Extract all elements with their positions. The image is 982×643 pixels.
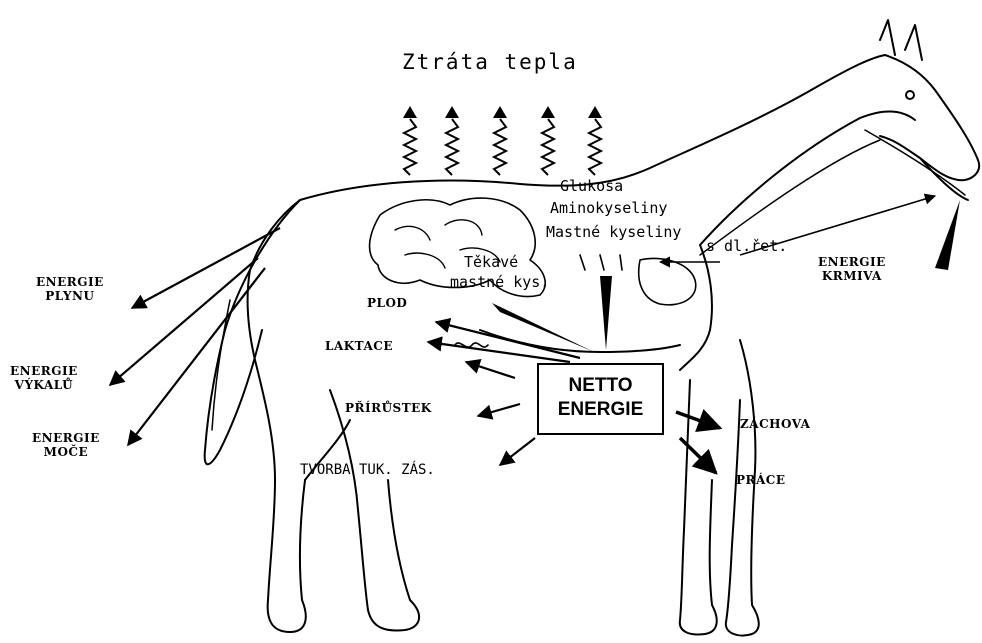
horse-tail: [205, 200, 300, 464]
netto-label: NETTO: [539, 374, 662, 398]
label-zachova: ZÁCHOVA: [740, 418, 810, 432]
diagram-title: Ztráta tepla: [402, 50, 578, 74]
label-prace: PRÁCE: [736, 474, 786, 488]
nutrient-mastne-kyseliny: Mastné kyseliny: [546, 224, 681, 241]
nutrient-long-chain: s dl.řet.: [706, 238, 787, 255]
nutrient-aminokyseliny: Aminokyseliny: [550, 200, 667, 217]
label-energie-plynu: ENERGIEPLYNU: [36, 276, 104, 304]
label-plod: PLOD: [367, 297, 407, 311]
label-tvorba-tuk-zas: TVORBA TUK. ZÁS.: [300, 462, 435, 478]
horse-hind-leg-right: [330, 390, 419, 630]
horse-hind-leg-left: [255, 360, 306, 632]
energie-label: ENERGIE: [539, 398, 662, 422]
volatile-fatty-acids-line2: mastné kys.: [450, 274, 549, 291]
netto-energie-box: NETTO ENERGIE: [537, 363, 664, 435]
label-laktace: LAKTACE: [325, 340, 393, 354]
nutrient-glukosa: Glukosa: [560, 178, 623, 195]
label-energie-moce: ENERGIEMOČE: [32, 432, 100, 460]
horse-front-leg-left: [680, 380, 717, 634]
label-energie-vykalu: ENERGIEVÝKALŮ: [10, 365, 78, 393]
label-prirustek: PŘÍRŮSTEK: [345, 402, 432, 416]
horse-head-outline: [880, 55, 979, 180]
label-energie-krmiva: ENERGIEKRMIVA: [818, 256, 886, 284]
horse-chest-outline: [680, 245, 712, 370]
heat-loss-arrows: [404, 119, 601, 175]
stomach: [639, 258, 696, 304]
volatile-fatty-acids-line1: Těkavé: [464, 254, 518, 271]
